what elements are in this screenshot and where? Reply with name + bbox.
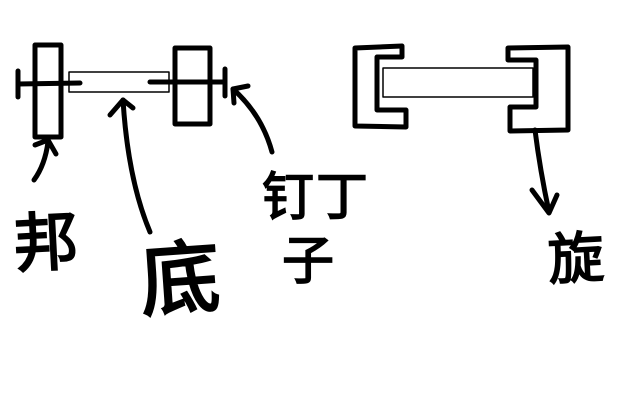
left-nail-icon	[15, 68, 83, 100]
right-side-board	[172, 45, 213, 127]
label-bottom: 底	[136, 230, 224, 329]
slotted-board	[382, 67, 534, 98]
label-nail-line1: 钉丁	[262, 168, 371, 228]
left-side-board	[32, 42, 64, 140]
arrow-to-bottom-board-icon	[107, 97, 153, 235]
arrow-to-slot-icon	[529, 127, 560, 216]
nailed-joint-assembly	[15, 42, 228, 140]
label-nail-line2: 子	[282, 232, 335, 292]
arrow-to-nail-icon	[230, 83, 275, 155]
slotted-joint-assembly	[352, 43, 571, 134]
right-nail-icon	[147, 66, 228, 99]
label-side-board: 邦	[12, 205, 80, 283]
label-groove: 旋	[546, 225, 606, 294]
left-c-bracket	[352, 43, 409, 130]
right-c-bracket	[505, 44, 571, 134]
arrow-to-side-board-icon	[31, 137, 59, 183]
